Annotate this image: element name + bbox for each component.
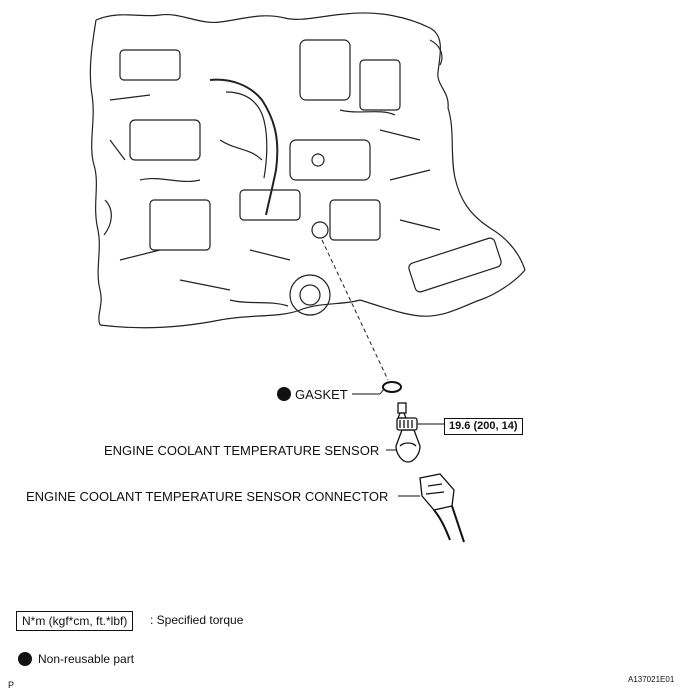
engine-block-drawing [89,12,526,329]
nonreusable-legend-icon [18,652,32,666]
nonreusable-marker-icon [277,387,291,401]
nonreusable-legend-desc: Non-reusable part [38,652,135,666]
gasket-shape [382,381,402,393]
connector-label: ENGINE COOLANT TEMPERATURE SENSOR CONNEC… [26,489,389,504]
sensor-shape [395,402,421,463]
assembly-dash-line [321,239,389,381]
sensor-label: ENGINE COOLANT TEMPERATURE SENSOR [104,443,380,458]
connector-shape [419,473,465,543]
gasket-label: GASKET [295,387,348,402]
torque-legend-desc: : Specified torque [150,613,244,627]
torque-unit-legend-box: N*m (kgf*cm, ft.*lbf) [16,611,134,631]
page-mark: P [8,680,15,690]
torque-value-box: 19.6 (200, 14) [444,418,523,435]
figure-code: A137021E01 [628,675,675,684]
